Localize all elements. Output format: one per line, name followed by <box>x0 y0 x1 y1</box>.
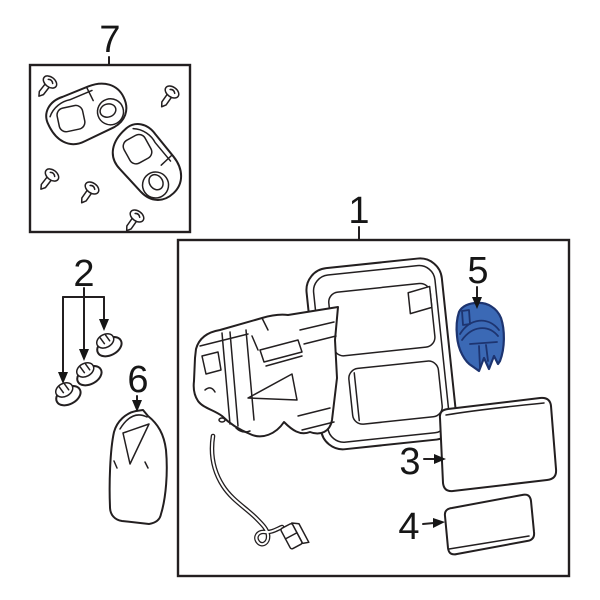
mirror-glass-large[interactable] <box>438 396 558 493</box>
callout-3[interactable]: 3 <box>399 441 446 483</box>
wire-connector <box>280 522 310 550</box>
head-window <box>201 351 222 375</box>
callout-3-label[interactable]: 3 <box>399 441 420 483</box>
head-hook <box>204 387 216 393</box>
head-brace-triangle <box>247 373 298 401</box>
head-bottom-detail <box>218 417 226 423</box>
callout-7[interactable]: 7 <box>99 19 121 66</box>
screw-icon <box>160 85 180 108</box>
head-arm-lines <box>261 317 337 345</box>
flange-nut-icon <box>95 333 123 358</box>
callout-2-label[interactable]: 2 <box>73 253 94 295</box>
hardware-kit-group[interactable] <box>28 63 192 235</box>
head-bottom-squiggle <box>235 427 251 433</box>
mounting-nuts-group[interactable] <box>51 287 125 409</box>
head-sail-facet <box>259 339 303 367</box>
callout-6-label[interactable]: 6 <box>127 359 148 401</box>
callout-2-arrowhead <box>58 372 68 384</box>
screw-icon <box>38 75 58 97</box>
callout-1-label[interactable]: 1 <box>348 190 369 232</box>
callout-7-label[interactable]: 7 <box>99 19 120 61</box>
mirror-cover-group[interactable] <box>108 409 168 525</box>
callout-6[interactable]: 6 <box>127 359 149 412</box>
callout-5-label[interactable]: 5 <box>467 250 488 292</box>
mounting-bracket-left <box>45 82 128 146</box>
callout-4-arrowhead <box>433 518 445 528</box>
wire-highlight <box>211 435 283 546</box>
glass-edge-line <box>448 535 530 550</box>
mirror-head[interactable] <box>192 306 339 438</box>
screw-icon <box>40 168 60 190</box>
callout-3-arrowhead <box>434 454 446 464</box>
callout-2-arrowhead <box>99 319 109 331</box>
head-pillar-lines <box>221 329 255 427</box>
flange-nut-icon <box>54 382 82 407</box>
bracket-band <box>459 319 500 341</box>
wiring-harness[interactable] <box>209 433 310 551</box>
mirror-glass-large-outline[interactable] <box>438 396 558 493</box>
callout-2-arrowhead <box>79 349 89 361</box>
screw-icon <box>125 209 145 232</box>
glass-edge-line <box>445 402 545 416</box>
bracket-fingers <box>469 341 498 369</box>
callout-4-arrow-line <box>422 522 435 525</box>
housing-detail-line <box>353 372 361 422</box>
housing-upper-tab <box>407 285 433 315</box>
flange-nut-icon <box>75 362 103 387</box>
mirror-cover-edge-line <box>119 414 148 430</box>
callout-4-label[interactable]: 4 <box>398 506 419 548</box>
callout-5-arrowhead <box>472 297 482 309</box>
screw-icon <box>80 181 100 204</box>
head-lower-arm-lines <box>297 407 335 431</box>
callout-1[interactable]: 1 <box>348 190 370 241</box>
mirror-glass-small[interactable] <box>443 493 536 556</box>
mirror-cover-crease <box>122 423 150 465</box>
head-ridge-line <box>199 333 259 351</box>
callout-4[interactable]: 4 <box>398 506 445 548</box>
mirror-housing[interactable] <box>304 256 458 451</box>
housing-lower-opening <box>348 360 443 425</box>
callout-6-arrowhead <box>132 400 142 412</box>
mounting-bracket-right <box>111 123 183 201</box>
callout-5[interactable]: 5 <box>467 250 489 309</box>
mirror-cover-marks <box>113 460 149 469</box>
mirror-assembly-group[interactable]: 5 3 4 <box>176 238 571 578</box>
